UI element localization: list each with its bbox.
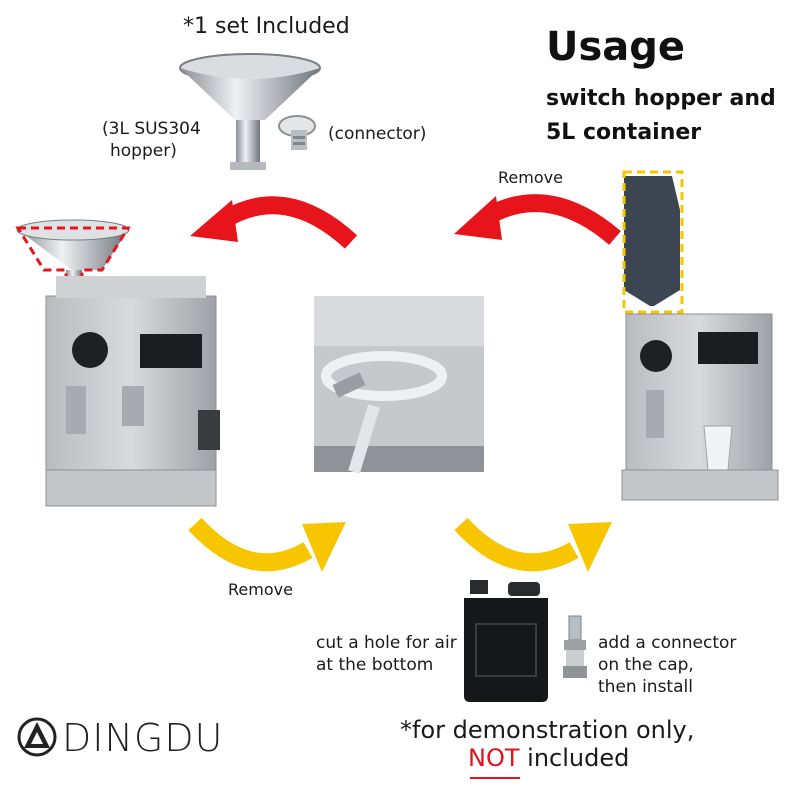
jerrycan-image <box>464 580 548 702</box>
fitting-image <box>563 615 587 678</box>
hopper-label-line1: (3L SUS304 <box>102 119 201 139</box>
usage-subtitle-line2: 5L container <box>546 120 702 145</box>
brand-name: DINGDU <box>62 716 224 760</box>
hole-label: cut a hole for air at the bottom <box>316 632 457 676</box>
hopper-image <box>179 53 321 170</box>
included-caption: *1 set Included <box>183 14 350 39</box>
cap-label-line3: then install <box>598 677 693 697</box>
cap-label-line1: add a connector <box>598 633 737 653</box>
dingdu-logo-icon <box>17 717 57 757</box>
not-rest: included <box>519 744 630 772</box>
machine-with-container-image <box>621 170 779 501</box>
not-underline <box>470 777 520 779</box>
connector-image <box>278 115 316 150</box>
usage-title: Usage <box>546 24 686 70</box>
machine-with-hopper-image <box>15 219 220 507</box>
hopper-label: (3L SUS304 hopper) <box>102 118 201 162</box>
yellow-arrow-right <box>454 517 612 572</box>
not-word: NOT <box>468 744 520 772</box>
hole-label-line1: cut a hole for air <box>316 633 457 653</box>
hopper-label-line2: hopper) <box>110 141 177 161</box>
remove-top-label: Remove <box>498 168 563 187</box>
usage-subtitle-line1: switch hopper and <box>546 86 776 111</box>
not-included-line: NOT included <box>468 744 629 772</box>
demo-note: *for demonstration only, <box>400 716 695 744</box>
remove-bottom-label: Remove <box>228 580 293 599</box>
cap-label-line2: on the cap, <box>598 655 694 675</box>
usage-subtitle: switch hopper and 5L container <box>546 82 776 150</box>
connector-label: (connector) <box>328 124 427 144</box>
red-arrow-right <box>454 194 621 245</box>
hole-label-line2: at the bottom <box>316 655 434 675</box>
cap-label: add a connector on the cap, then install <box>598 632 736 698</box>
clamp-closeup-photo <box>314 296 484 474</box>
yellow-arrow-left <box>188 517 346 572</box>
red-arrow-left <box>190 196 358 249</box>
